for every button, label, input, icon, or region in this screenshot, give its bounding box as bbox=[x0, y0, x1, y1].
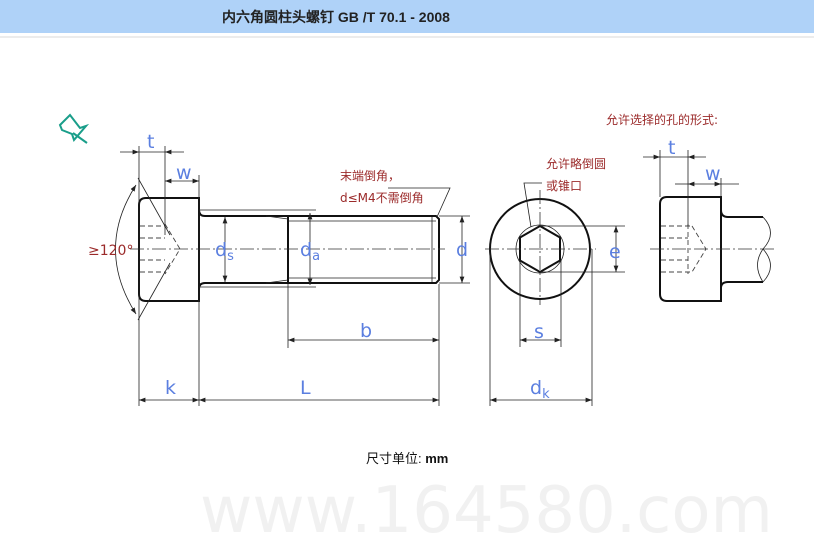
dim-label-e: e bbox=[609, 241, 621, 263]
alt-hole-view: t w 允许选择的孔的形式: bbox=[606, 112, 775, 302]
round-note-2: 或锥口 bbox=[546, 179, 582, 193]
dim-label-d: d bbox=[456, 239, 468, 261]
dim-label-ds: ds bbox=[215, 239, 234, 264]
chamfer-note-2: d≤M4不需倒角 bbox=[340, 191, 424, 205]
dim-label-t: t bbox=[147, 131, 154, 153]
alt-dim-label-w: w bbox=[705, 163, 721, 185]
caption-prefix: 尺寸单位: bbox=[366, 451, 426, 466]
dim-label-L: L bbox=[300, 377, 311, 399]
caption-unit: mm bbox=[425, 451, 449, 466]
end-view: e s dk 允许略倒圆 或锥口 bbox=[485, 156, 625, 406]
round-note-1: 允许略倒圆 bbox=[546, 156, 606, 171]
header-bar: 内六角圆柱头螺钉 GB /T 70.1 - 2008 bbox=[0, 0, 814, 33]
dim-label-w: w bbox=[176, 162, 192, 184]
hole-form-note: 允许选择的孔的形式: bbox=[606, 112, 718, 127]
alt-dim-label-t: t bbox=[668, 137, 675, 159]
divider bbox=[0, 36, 814, 38]
side-view: t w ds da d b k L ≥120° 末端倒角， d≤M4不需倒角 bbox=[88, 131, 470, 406]
chamfer-note-1: 末端倒角， bbox=[340, 169, 400, 183]
unit-caption: 尺寸单位: mm bbox=[366, 448, 448, 467]
pin-icon[interactable] bbox=[58, 113, 90, 144]
dim-label-b: b bbox=[360, 320, 372, 342]
dim-label-s: s bbox=[534, 321, 544, 343]
page-title: 内六角圆柱头螺钉 GB /T 70.1 - 2008 bbox=[222, 9, 450, 25]
dim-label-dk: dk bbox=[530, 377, 550, 402]
angle-note: ≥120° bbox=[88, 243, 133, 259]
watermark: www.164580.com bbox=[200, 474, 773, 541]
dim-label-da: da bbox=[300, 239, 320, 264]
dim-label-k: k bbox=[165, 377, 176, 399]
